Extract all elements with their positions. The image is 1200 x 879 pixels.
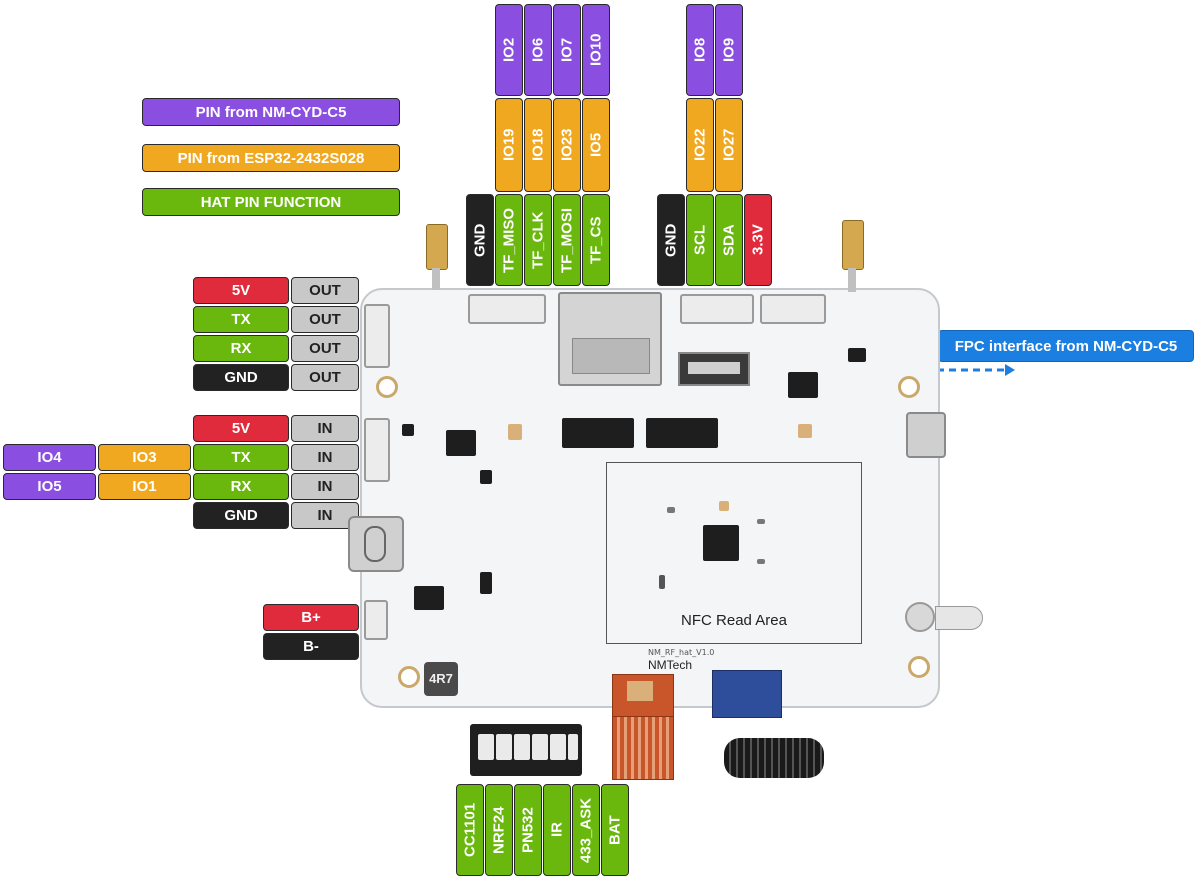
in-cyd-pin-rx: IO5: [3, 473, 96, 500]
in-pin-gnd: GND: [193, 502, 289, 529]
pcb-antenna: [612, 716, 674, 780]
tl-cyd-pin-4: IO10: [582, 4, 610, 96]
mount-hole-br: [908, 656, 930, 678]
dip-label-pn532: PN532: [514, 784, 542, 876]
out-tag-4: OUT: [291, 364, 359, 391]
ic-charger: [414, 586, 444, 610]
tf-connector: [468, 294, 546, 324]
out-pin-5v: 5V: [193, 277, 289, 304]
mount-hole-bl: [398, 666, 420, 688]
usb-c-port: [348, 516, 404, 572]
tr-cyd-pin-1: IO8: [686, 4, 714, 96]
in-pin-rx: RX: [193, 473, 289, 500]
board-brand: NMTech: [648, 658, 693, 672]
in-esp-pin-rx: IO1: [98, 473, 191, 500]
ask-433-module: [712, 670, 782, 718]
tr-func-gnd: GND: [657, 194, 685, 286]
battery-minus: B-: [263, 633, 359, 660]
in-tag-1: IN: [291, 415, 359, 442]
fpc-connector: [678, 352, 750, 386]
legend-nmcyd: PIN from NM-CYD-C5: [142, 98, 400, 126]
mount-hole-tl: [376, 376, 398, 398]
in-connector: [364, 418, 390, 482]
ir-led: [905, 598, 985, 638]
ic-logic-2: [646, 418, 718, 448]
mount-hole-tr: [898, 376, 920, 398]
ic-top-right: [788, 372, 818, 398]
nrf24-module: [612, 674, 674, 722]
out-pin-rx: RX: [193, 335, 289, 362]
dip-switch: [470, 724, 582, 776]
tl-esp-pin-4: IO5: [582, 98, 610, 192]
tl-cyd-pin-2: IO6: [524, 4, 552, 96]
in-tag-3: IN: [291, 473, 359, 500]
crystal-1: [508, 424, 522, 440]
nfc-read-area: NFC Read Area: [606, 462, 862, 644]
battery-connector: [364, 600, 388, 640]
nfc-chip: [703, 525, 739, 561]
out-pin-gnd: GND: [193, 364, 289, 391]
antenna-connector-right: [838, 220, 866, 292]
in-pin-tx: TX: [193, 444, 289, 471]
in-cyd-pin-tx: IO4: [3, 444, 96, 471]
legend-esp32: PIN from ESP32-2432S028: [142, 144, 400, 172]
inductor: 4R7: [424, 662, 458, 696]
in-tag-2: IN: [291, 444, 359, 471]
pcb-board: NFC Read Area 4R7 NM_RF_hat_V1.0 NMTec: [348, 288, 946, 722]
tr-esp-pin-2: IO27: [715, 98, 743, 192]
tr-func-sda: SDA: [715, 194, 743, 286]
antenna-connector-left: [422, 224, 450, 290]
tr-func-scl: SCL: [686, 194, 714, 286]
i2c-connector: [680, 294, 754, 324]
aux-connector: [760, 294, 826, 324]
tl-func-gnd: GND: [466, 194, 494, 286]
tl-cyd-pin-3: IO7: [553, 4, 581, 96]
tr-func-3v3: 3.3V: [744, 194, 772, 286]
out-pin-tx: TX: [193, 306, 289, 333]
tl-cyd-pin-1: IO2: [495, 4, 523, 96]
dip-label-433-ask: 433_ASK: [572, 784, 600, 876]
tl-esp-pin-3: IO23: [553, 98, 581, 192]
in-pin-5v: 5V: [193, 415, 289, 442]
ir-receiver: [906, 412, 946, 458]
out-tag-2: OUT: [291, 306, 359, 333]
tr-esp-pin-1: IO22: [686, 98, 714, 192]
dip-label-nrf24: NRF24: [485, 784, 513, 876]
fpc-callout: FPC interface from NM-CYD-C5: [938, 330, 1194, 362]
fpc-arrow-icon: [937, 364, 1015, 376]
tl-esp-pin-2: IO18: [524, 98, 552, 192]
out-connector: [364, 304, 390, 368]
battery-plus: B+: [263, 604, 359, 631]
tl-func-tf-clk: TF_CLK: [524, 194, 552, 286]
crystal-2: [798, 424, 812, 438]
legend-hat: HAT PIN FUNCTION: [142, 188, 400, 216]
tl-esp-pin-1: IO19: [495, 98, 523, 192]
dip-label-ir: IR: [543, 784, 571, 876]
sd-card-slot: [558, 292, 662, 386]
tl-func-tf-miso: TF_MISO: [495, 194, 523, 286]
tr-cyd-pin-2: IO9: [715, 4, 743, 96]
board-version: NM_RF_hat_V1.0: [648, 648, 715, 657]
tl-func-tf-cs: TF_CS: [582, 194, 610, 286]
ic-logic-1: [562, 418, 634, 448]
out-tag-1: OUT: [291, 277, 359, 304]
out-tag-3: OUT: [291, 335, 359, 362]
nfc-area-label: NFC Read Area: [681, 612, 787, 629]
spring-antenna: [724, 738, 824, 778]
dip-label-cc1101: CC1101: [456, 784, 484, 876]
dip-label-bat: BAT: [601, 784, 629, 876]
ic-uart: [446, 430, 476, 456]
tl-func-tf-mosi: TF_MOSI: [553, 194, 581, 286]
in-esp-pin-tx: IO3: [98, 444, 191, 471]
in-tag-4: IN: [291, 502, 359, 529]
inductor-label: 4R7: [429, 671, 453, 686]
